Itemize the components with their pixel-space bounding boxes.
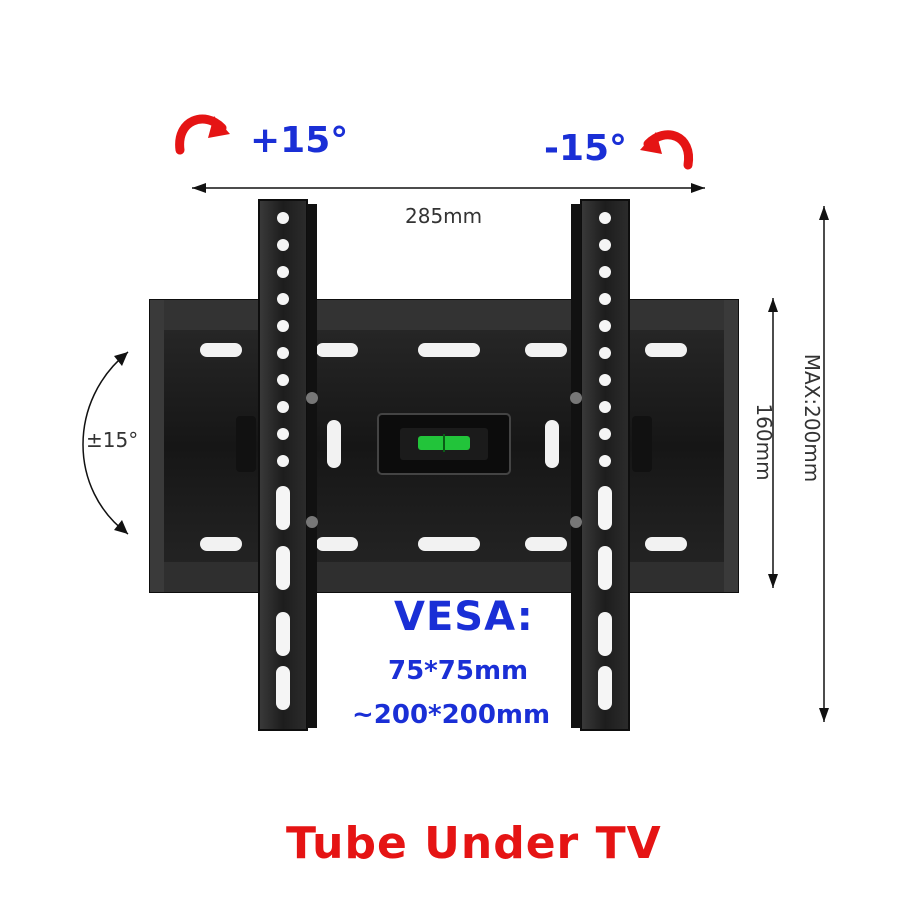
vesa-title: VESA: <box>394 594 534 640</box>
height-max-label: MAX:200mm <box>800 353 824 483</box>
tilt-down-arrow-icon <box>640 130 694 170</box>
tilt-down-label: -15° <box>544 128 628 169</box>
vesa-min-size: 75*75mm <box>388 656 529 686</box>
right-bracket-rail <box>570 199 630 731</box>
tilt-up-label: +15° <box>250 120 349 161</box>
swivel-arc-icon <box>82 351 129 535</box>
height-max-dimension-line <box>819 206 829 722</box>
width-dimension-line <box>192 183 705 193</box>
left-bracket-rail <box>258 199 318 731</box>
swivel-label: ±15° <box>86 428 139 452</box>
vesa-max-size: ~200*200mm <box>352 700 551 730</box>
footer-caption: Tube Under TV <box>286 818 662 869</box>
height-160-dimension-line <box>768 298 778 588</box>
wall-plate <box>149 299 739 593</box>
tilt-up-arrow-icon <box>175 114 230 155</box>
height-160-label: 160mm <box>752 403 776 481</box>
width-dimension-label: 285mm <box>405 204 483 228</box>
